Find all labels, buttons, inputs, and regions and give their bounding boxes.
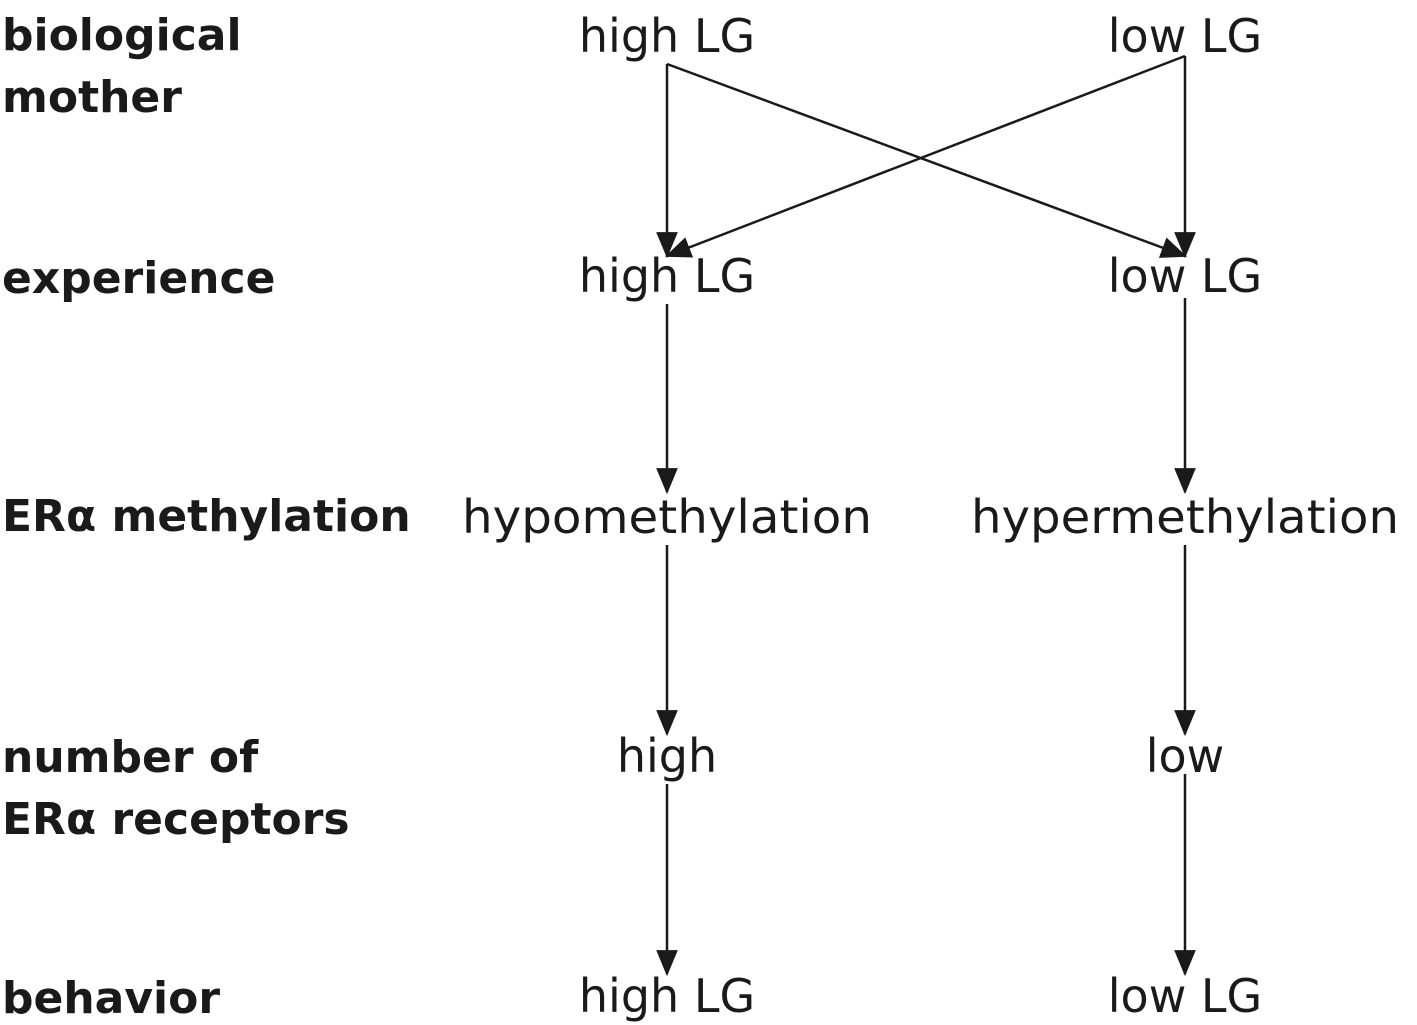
row-label-experience: experience xyxy=(2,253,275,304)
node-behavior-low-lg: low LG xyxy=(1108,969,1262,1023)
node-mother-low-lg: low LG xyxy=(1108,9,1262,63)
row-label-line: biological xyxy=(2,10,242,61)
row-label-line: number of xyxy=(2,732,259,783)
node-experience-high-lg: high LG xyxy=(579,249,755,303)
node-mother-high-lg: high LG xyxy=(579,9,755,63)
row-label-era-methylation: ERα methylation xyxy=(2,491,411,542)
row-label-number-of-receptors: number of ERα receptors xyxy=(2,732,350,845)
row-label-biological-mother: biological mother xyxy=(2,10,257,123)
row-label-behavior: behavior xyxy=(2,973,220,1024)
arrow-mother-high-to-experience-low xyxy=(666,62,1188,258)
node-hypomethylation: hypomethylation xyxy=(462,490,872,544)
row-label-line: ERα methylation xyxy=(2,491,411,542)
arrow-mother-low-to-experience-high xyxy=(664,54,1186,258)
node-hypermethylation: hypermethylation xyxy=(971,490,1399,544)
row-label-line: experience xyxy=(2,253,275,304)
node-receptors-high: high xyxy=(617,729,717,783)
row-label-line: mother xyxy=(2,72,182,123)
node-behavior-high-lg: high LG xyxy=(579,969,755,1023)
row-label-line: ERα receptors xyxy=(2,794,350,845)
node-experience-low-lg: low LG xyxy=(1108,249,1262,303)
row-label-line: behavior xyxy=(2,973,220,1024)
